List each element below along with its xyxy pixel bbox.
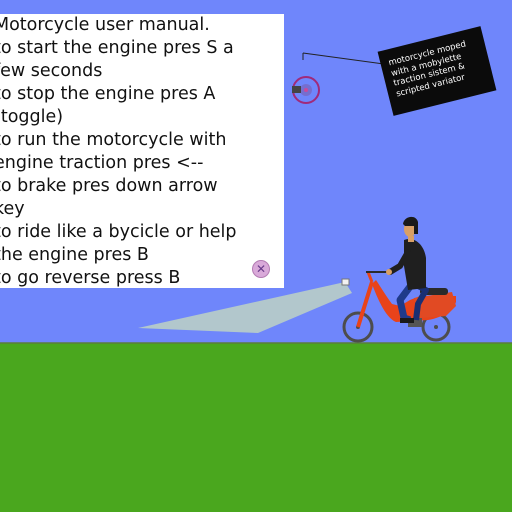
manual-line: to start the engine pres S a — [0, 38, 234, 58]
manual-line: to ride like a bycicle or help — [0, 222, 237, 242]
front-wheel — [342, 311, 374, 343]
tooltip-pointer — [302, 52, 385, 65]
manual-line: Motorcycle user manual. — [0, 15, 210, 35]
manual-line: engine traction pres <-- — [0, 153, 204, 173]
target-icon[interactable] — [292, 76, 320, 104]
manual-line: the engine pres B — [0, 245, 149, 265]
user-manual-panel: Motorcycle user manual. to start the engi… — [0, 14, 284, 288]
rider-shoe — [400, 318, 414, 323]
manual-line: to go reverse press B — [0, 268, 181, 288]
rider — [386, 216, 429, 324]
ground — [0, 343, 512, 512]
manual-line: key — [0, 199, 25, 219]
rider-hair — [403, 216, 418, 234]
headlight-beam — [138, 282, 352, 333]
manual-line: to run the motorcycle with — [0, 130, 227, 150]
manual-line: to brake pres down arrow — [0, 176, 218, 196]
user-manual-text: Motorcycle user manual. to start the engi… — [0, 14, 284, 288]
manual-line: (toggle) — [0, 107, 64, 127]
manual-line: few seconds — [0, 61, 103, 81]
manual-line: to stop the engine pres A — [0, 84, 216, 104]
close-icon[interactable]: ✕ — [252, 260, 270, 278]
